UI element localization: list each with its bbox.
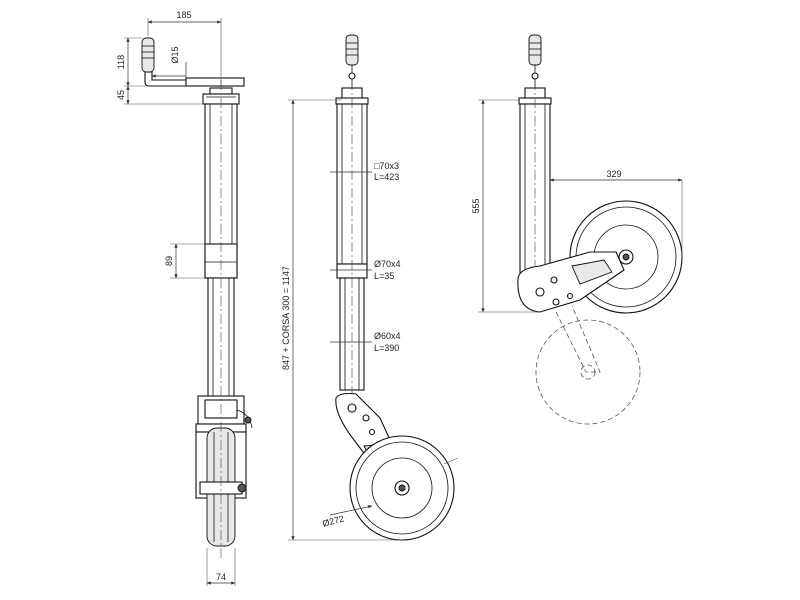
- label-inner-tube-length: L=390: [374, 343, 399, 353]
- side-view: Ø272 847 + CORSA 300 = 1147 □70x3 L=423 …: [281, 34, 459, 541]
- dim-wheel-diameter: Ø272: [321, 513, 345, 528]
- dim-top-offset: 45: [116, 90, 126, 100]
- front-view: 185 118 45 Ø15 89 74: [116, 10, 253, 586]
- handle-grip-retracted: [528, 34, 542, 88]
- handle-grip: [141, 37, 155, 73]
- ghost-fork: [555, 305, 601, 373]
- label-outer-tube-length: L=423: [374, 172, 399, 182]
- label-inner-tube-size: Ø60x4: [374, 331, 401, 341]
- wheel-side: [349, 435, 455, 541]
- dim-retracted-height: 555: [471, 198, 481, 213]
- crank-plate: [185, 77, 245, 87]
- dim-handle-height: 118: [116, 55, 126, 69]
- label-collar-size: Ø70x4: [374, 259, 401, 269]
- dim-handle-reach: 185: [176, 10, 191, 20]
- retracted-view: 555 329: [471, 34, 683, 425]
- handle-grip-side: [345, 34, 359, 88]
- dim-overall-height: 847 + CORSA 300 = 1147: [281, 266, 291, 370]
- label-collar-length: L=35: [374, 271, 394, 281]
- dim-overlap: 89: [164, 256, 174, 266]
- ghost-wheel: [535, 319, 641, 425]
- dim-crank-diameter: Ø15: [170, 46, 180, 63]
- label-outer-tube-size: □70x3: [374, 161, 399, 171]
- dim-retracted-reach: 329: [606, 169, 621, 179]
- dim-wheel-width: 74: [216, 572, 226, 582]
